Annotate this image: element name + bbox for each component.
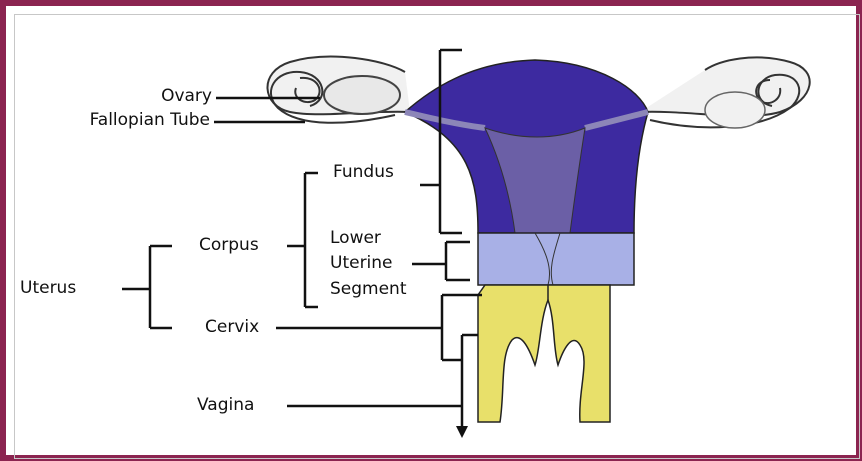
uterine-label: Uterine [330,253,393,273]
fundus-label: Fundus [333,162,394,182]
lower-label: Lower [330,228,381,248]
fallopian-tube-label: Fallopian Tube [44,110,210,130]
segment-label: Segment [330,279,407,299]
ovary-label: Ovary [120,86,212,106]
corpus-label: Corpus [199,235,259,255]
right-ovary [705,92,765,128]
lower-uterine-segment [478,233,634,285]
cervix-label: Cervix [205,317,259,337]
cervix-vagina [478,285,610,422]
vagina-arrowhead [456,426,468,438]
left-ovary [324,76,400,114]
vagina-label: Vagina [197,395,254,415]
uterus-label: Uterus [20,278,76,298]
